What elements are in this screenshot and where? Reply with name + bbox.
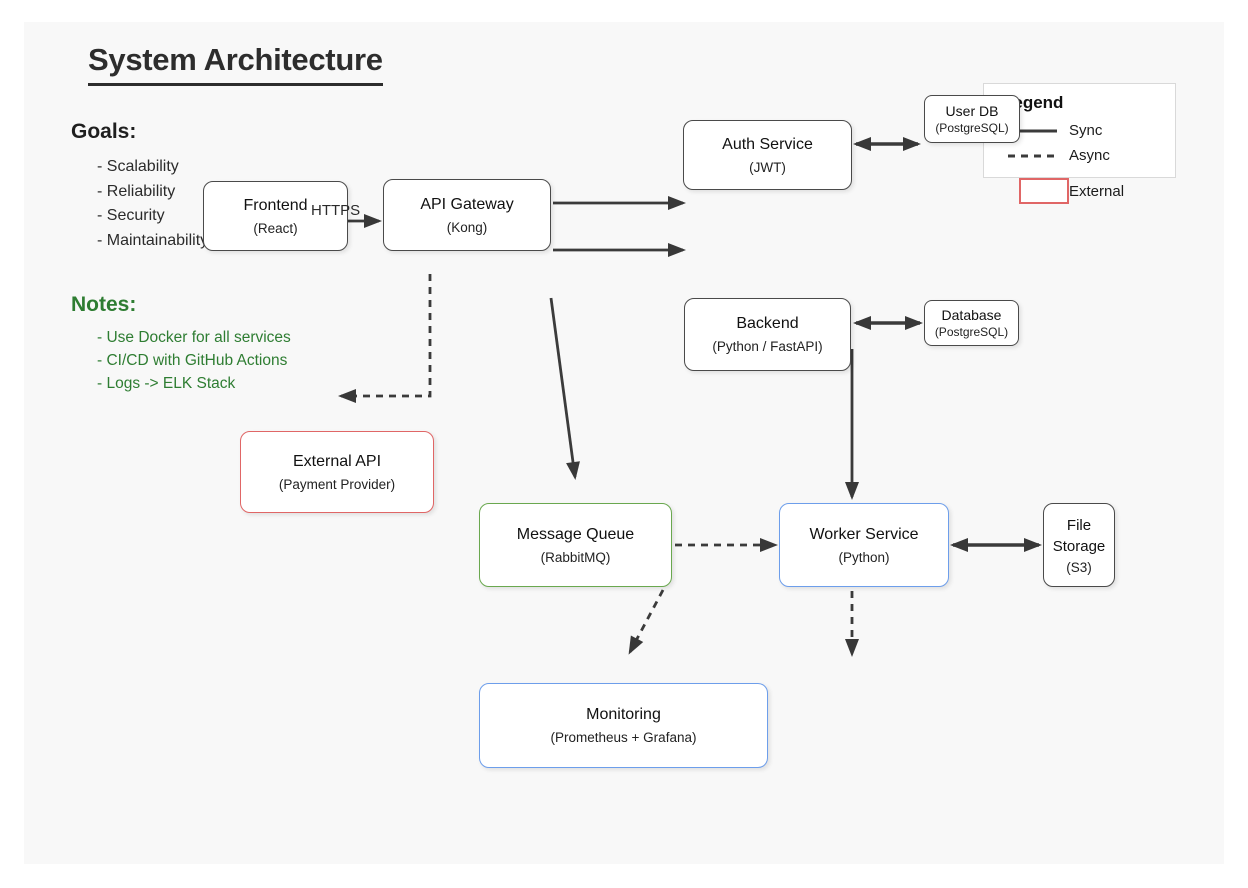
node-file-storage: File Storage (S3) <box>1043 503 1115 587</box>
node-auth-service-sublabel: (JWT) <box>749 159 786 175</box>
goals-heading: Goals: <box>71 120 137 143</box>
node-file-storage-label: File Storage <box>1052 517 1106 555</box>
notes-list: - Use Docker for all services - CI/CD wi… <box>97 326 291 395</box>
node-monitoring-sublabel: (Prometheus + Grafana) <box>550 730 697 745</box>
goal-item: - Scalability <box>97 158 179 175</box>
node-message-queue-label: Message Queue <box>516 525 635 543</box>
notes-heading: Notes: <box>71 293 137 316</box>
node-worker-service: Worker Service (Python) <box>779 503 949 587</box>
node-message-queue: Message Queue (RabbitMQ) <box>479 503 672 587</box>
node-monitoring: Monitoring (Prometheus + Grafana) <box>479 683 768 768</box>
edge-label-https: HTTPS <box>311 202 361 219</box>
node-worker-service-sublabel: (Python) <box>838 549 890 565</box>
node-backend-sublabel: (Python / FastAPI) <box>712 339 823 354</box>
node-user-db-sublabel: (PostgreSQL) <box>935 121 1009 135</box>
node-database: Database (PostgreSQL) <box>924 300 1019 346</box>
node-api-gateway-sublabel: (Kong) <box>446 219 488 235</box>
node-external-api: External API (Payment Provider) <box>240 431 434 513</box>
node-auth-service-label: Auth Service <box>722 135 813 153</box>
node-external-api-sublabel: (Payment Provider) <box>278 476 396 492</box>
node-monitoring-label: Monitoring <box>586 706 661 723</box>
node-backend-label: Backend <box>736 315 799 332</box>
page-title: System Architecture <box>88 42 383 86</box>
node-user-db-label: User DB <box>945 103 999 119</box>
goal-item: - Maintainability <box>97 231 209 249</box>
legend-external-swatch <box>1019 178 1069 204</box>
node-api-gateway: API Gateway (Kong) <box>383 179 551 251</box>
node-api-gateway-label: API Gateway <box>420 195 514 213</box>
node-backend: Backend (Python / FastAPI) <box>684 298 851 371</box>
node-frontend-label: Frontend <box>243 196 308 214</box>
node-worker-service-label: Worker Service <box>809 525 919 543</box>
goal-item: - Reliability <box>97 182 176 200</box>
node-frontend: Frontend (React) <box>203 181 348 251</box>
goals-list: - Scalability - Reliability - Security -… <box>97 155 208 253</box>
node-database-label: Database <box>941 307 1002 323</box>
node-auth-service: Auth Service (JWT) <box>683 120 852 190</box>
node-message-queue-sublabel: (RabbitMQ) <box>540 549 611 565</box>
note-item: - CI/CD with GitHub Actions <box>97 352 288 369</box>
legend-external-label: External <box>1069 183 1125 200</box>
legend-async-label: Async <box>1069 147 1110 164</box>
note-item: - Logs -> ELK Stack <box>97 375 236 392</box>
legend-sync-label: Sync <box>1069 122 1103 139</box>
note-item: - Use Docker for all services <box>97 329 291 346</box>
node-file-storage-sublabel: (S3) <box>1066 560 1092 575</box>
node-frontend-sublabel: (React) <box>253 220 298 236</box>
node-external-api-label: External API <box>292 452 382 470</box>
node-user-db: User DB (PostgreSQL) <box>924 95 1020 143</box>
node-database-sublabel: (PostgreSQL) <box>934 325 1009 339</box>
goal-item: - Security <box>97 207 165 224</box>
